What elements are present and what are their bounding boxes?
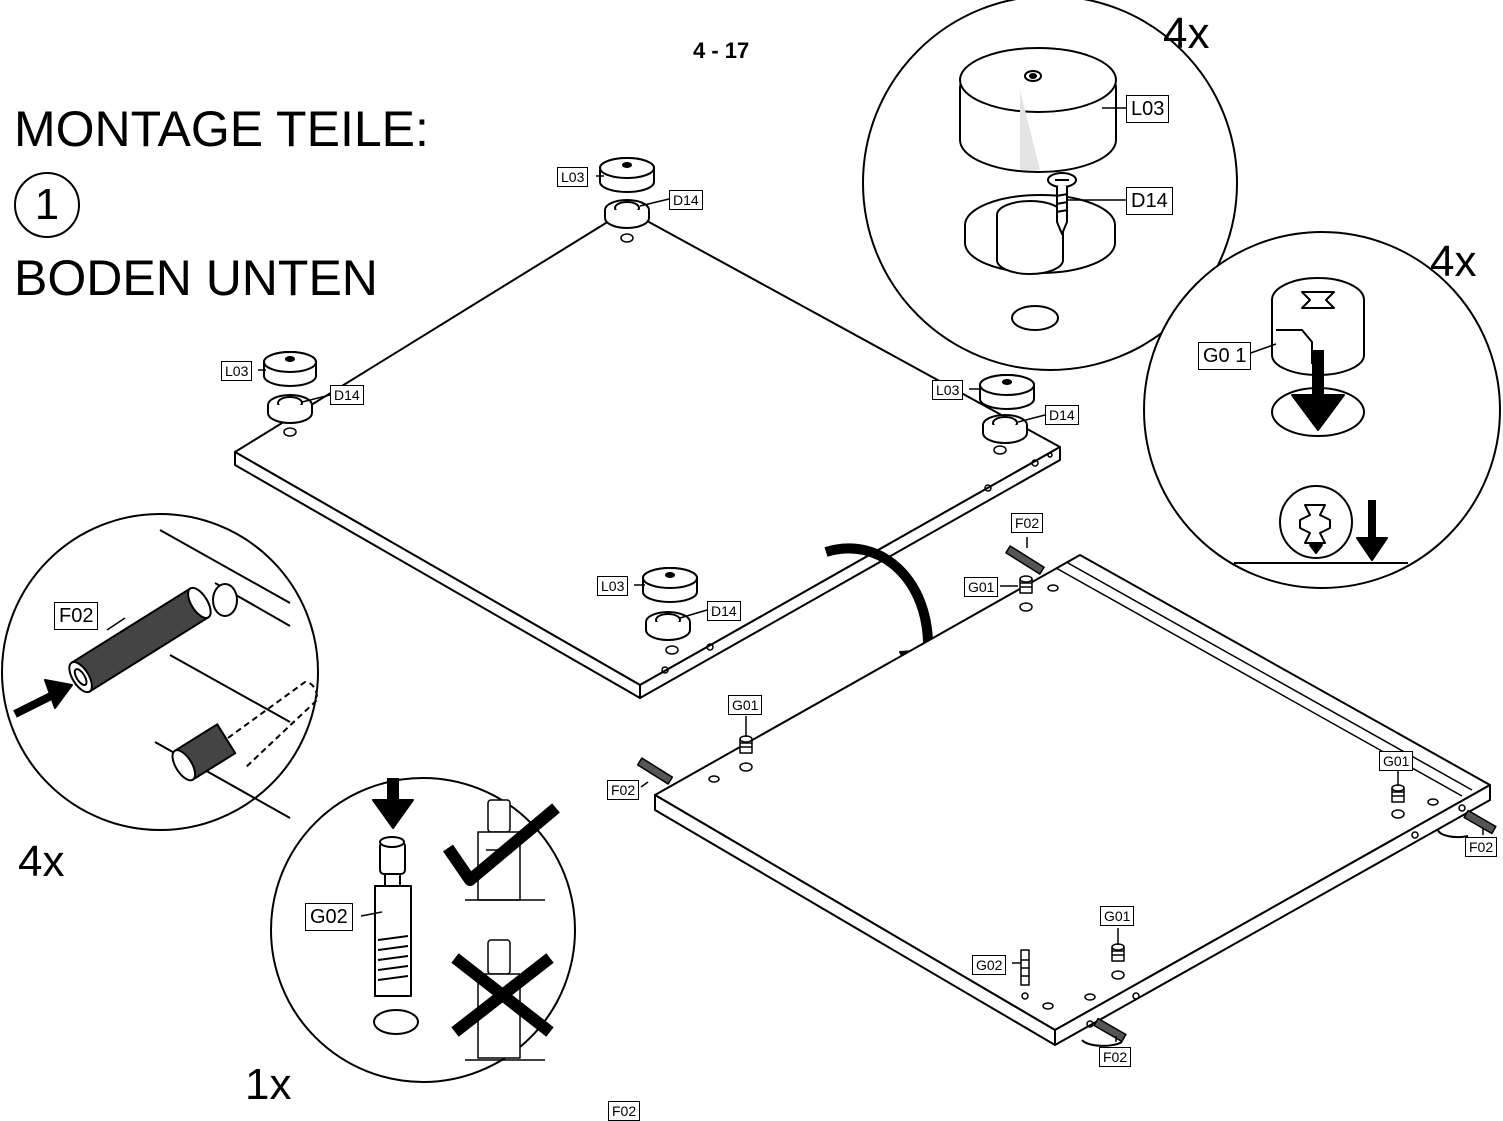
page-number: 4 - 17 [693,38,750,63]
qty-left-detail: 4x [18,837,65,886]
label-d14: D14 [669,190,703,210]
label-d14: D14 [1045,405,1079,425]
label-f02-detail: F02 [54,602,99,630]
label-l03: L03 [557,167,589,187]
label-f02: F02 [1099,1047,1132,1067]
heading-boden-unten: BODEN UNTEN [14,250,378,306]
lower-leaders [640,537,1484,1042]
step-number-badge: 1 [14,172,80,238]
label-g02-detail: G02 [305,903,353,931]
bolt-g02 [1020,949,1030,986]
upper-leaders [258,175,1046,619]
label-d14: D14 [330,385,364,405]
label-f02: F02 [1011,513,1044,533]
label-g01-detail: G0 1 [1198,342,1252,370]
qty-top-detail: 4x [1163,9,1210,58]
foot-right [979,374,1035,444]
label-d14: D14 [707,601,741,621]
detail-bolt [270,777,576,1083]
label-g01: G01 [964,577,999,597]
cam-lock-g01 [739,575,1405,962]
label-f02-cut: F02 [608,1101,641,1121]
label-d14-detail: D14 [1126,187,1173,215]
qty-bottom-detail: 1x [245,1060,292,1109]
dowel-f02 [636,545,1497,1043]
detail-dowel [1,513,319,831]
label-g01: G01 [1100,906,1135,926]
foot-back [599,157,655,229]
label-g01: G01 [728,695,763,715]
upper-panel [234,209,1061,699]
detail-cam-lock [1143,231,1501,589]
heading-montage-teile: MONTAGE TEILE: [14,101,429,157]
label-f02: F02 [607,780,640,800]
label-g01: G01 [1379,751,1414,771]
lower-panel [654,554,1491,1047]
qty-right-detail: 4x [1430,237,1477,286]
label-l03: L03 [597,576,629,596]
label-l03-detail: L03 [1126,95,1170,123]
foot-left [263,351,317,424]
label-f02: F02 [1465,837,1498,857]
label-g02: G02 [972,955,1007,975]
label-l03: L03 [932,380,964,400]
foot-front [642,567,698,641]
detail-glide-foot [862,0,1238,371]
label-l03: L03 [221,361,253,381]
